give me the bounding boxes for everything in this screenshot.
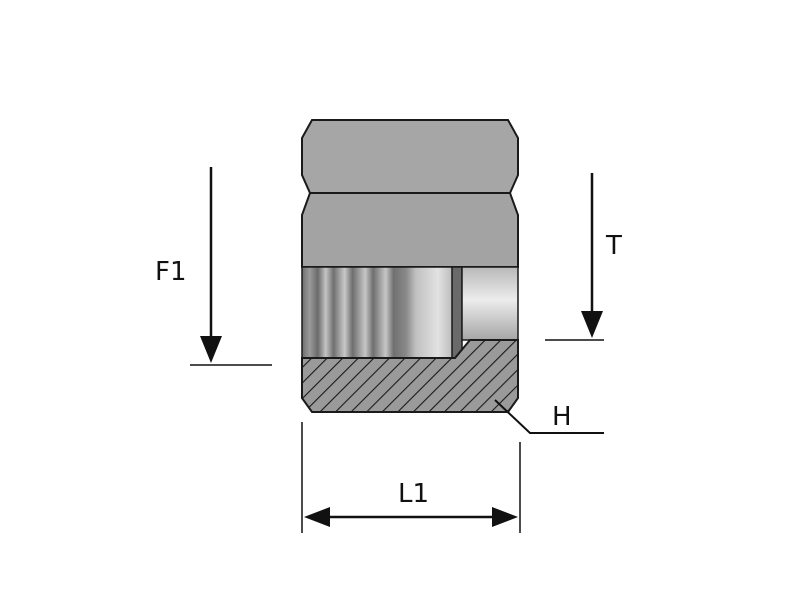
- dimension-l1: L1: [301, 422, 521, 533]
- hex-face-middle: [301, 192, 519, 268]
- section-hatch: [301, 339, 519, 413]
- hex-face-top: [301, 119, 519, 194]
- label-l1: L1: [398, 479, 429, 509]
- label-h: H: [552, 402, 572, 432]
- internal-thread: [301, 266, 461, 359]
- label-t: T: [605, 231, 622, 261]
- bore: [461, 266, 519, 341]
- nut-body: [301, 119, 519, 413]
- bore-step: [451, 266, 463, 359]
- label-f1: F1: [155, 257, 187, 287]
- leader-h: H: [494, 399, 604, 434]
- dimension-t: T: [545, 173, 622, 341]
- dimension-f1: F1: [155, 167, 272, 366]
